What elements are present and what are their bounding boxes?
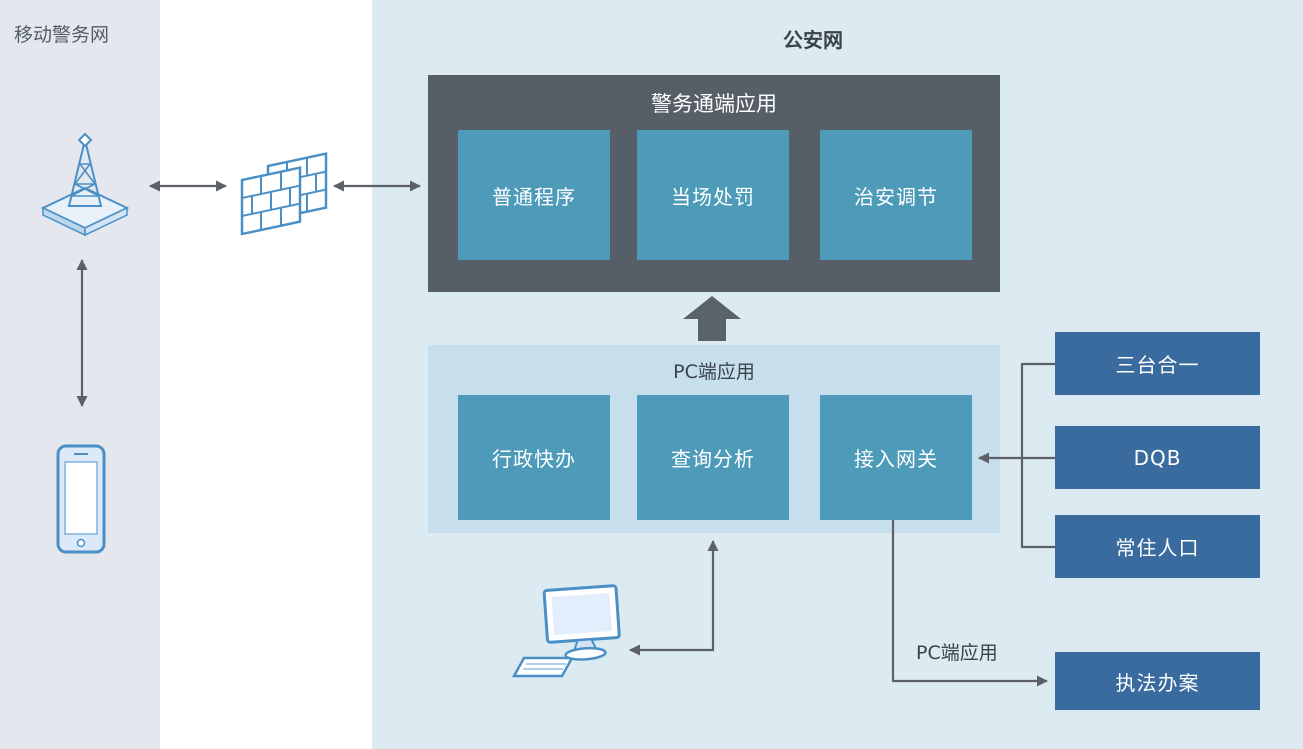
mobile-police-network-panel xyxy=(0,0,160,749)
pc-app-title: PC端应用 xyxy=(673,361,755,383)
module-xingzheng-kuaiban: 行政快办 xyxy=(458,395,610,520)
source-zhifa-ban-an: 执法办案 xyxy=(1055,652,1260,710)
module-zhian-tiaojie: 治安调节 xyxy=(820,130,972,260)
police-terminal-app-title: 警务通端应用 xyxy=(651,92,777,116)
left-panel-title: 移动警务网 xyxy=(14,24,110,46)
source-dqb: DQB xyxy=(1055,426,1260,489)
firewall-icon xyxy=(240,152,328,236)
bottom-connector-label: PC端应用 xyxy=(916,642,998,664)
module-chaxun-fenxi: 查询分析 xyxy=(637,395,789,520)
source-changzhu-renkou: 常住人口 xyxy=(1055,515,1260,578)
right-panel-title: 公安网 xyxy=(783,28,843,52)
module-jieru-wangguan: 接入网关 xyxy=(820,395,972,520)
source-santai-heyi: 三台合一 xyxy=(1055,332,1260,395)
module-putong-chengxu: 普通程序 xyxy=(458,130,610,260)
module-dangchang-chufa: 当场处罚 xyxy=(637,130,789,260)
